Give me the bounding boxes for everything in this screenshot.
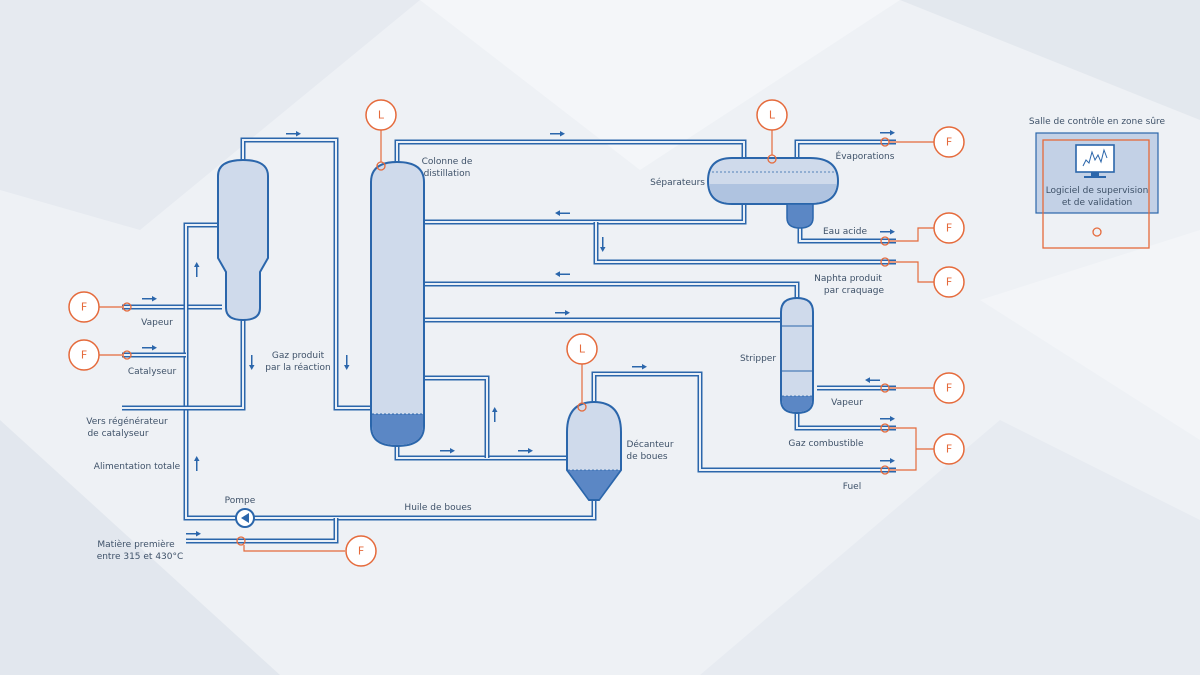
control-room: Salle de contrôle en zone sûre Logiciel … bbox=[1029, 116, 1166, 249]
svg-text:F: F bbox=[81, 301, 87, 314]
pipes bbox=[122, 137, 896, 544]
flow-arrow-right-icon bbox=[550, 131, 565, 137]
label-huile-boues: Huile de boues bbox=[404, 503, 471, 513]
svg-text:L: L bbox=[579, 343, 586, 356]
label-colonne-1: Colonne de bbox=[422, 157, 473, 167]
flow-instrument-catalyseur: F bbox=[68, 339, 132, 371]
label-matiere-1: Matière première bbox=[97, 539, 175, 550]
decanter-vessel bbox=[566, 400, 622, 501]
label-eau-acide: Eau acide bbox=[823, 227, 867, 237]
flow-arrow-right-icon bbox=[555, 310, 570, 316]
flow-instrument-vapeur: F bbox=[68, 291, 132, 323]
svg-text:L: L bbox=[769, 109, 776, 122]
flow-instrument-gaz-fuel: F bbox=[880, 423, 965, 475]
label-alimentation: Alimentation totale bbox=[94, 462, 181, 472]
flow-arrow-right-icon bbox=[286, 131, 301, 137]
monitor-icon bbox=[1075, 144, 1115, 178]
label-matiere-2: entre 315 et 430°C bbox=[97, 552, 184, 562]
flow-instrument-naphta: F bbox=[880, 257, 965, 298]
flow-arrow-right-icon bbox=[518, 448, 533, 454]
flow-instrument-eau-acide: F bbox=[880, 212, 965, 246]
flow-arrow-down-icon bbox=[249, 355, 255, 370]
flow-arrow-left-icon bbox=[555, 210, 570, 216]
flow-arrow-left-icon bbox=[865, 377, 880, 383]
label-vapeur-right: Vapeur bbox=[831, 398, 863, 408]
supervision-signal-frame bbox=[1042, 139, 1150, 249]
label-pompe: Pompe bbox=[225, 496, 256, 506]
label-vers-reg-1: Vers régénérateur bbox=[86, 416, 168, 427]
labels: Vapeur Catalyseur Vers régénérateur de c… bbox=[86, 150, 894, 562]
label-colonne-2: distillation bbox=[424, 169, 471, 179]
flow-arrow-right-icon bbox=[880, 229, 895, 235]
label-gaz-produit-2: par la réaction bbox=[265, 362, 330, 373]
control-room-title: Salle de contrôle en zone sûre bbox=[1029, 116, 1166, 127]
control-room-input-tap bbox=[1092, 227, 1102, 237]
label-gaz-produit-1: Gaz produit bbox=[272, 351, 325, 361]
label-fuel: Fuel bbox=[843, 482, 861, 492]
level-instrument-separator: L bbox=[756, 99, 788, 164]
instruments: L L L F F bbox=[68, 99, 965, 567]
flow-instrument-vapeur-stripper: F bbox=[880, 372, 965, 404]
label-decanteur-1: Décanteur bbox=[626, 439, 673, 450]
flow-arrow-right-icon bbox=[880, 458, 895, 464]
distillation-column bbox=[370, 160, 425, 448]
svg-text:F: F bbox=[358, 545, 364, 558]
label-vapeur-left: Vapeur bbox=[141, 318, 173, 328]
svg-text:F: F bbox=[946, 222, 952, 235]
pump-icon bbox=[235, 508, 255, 528]
flow-arrow-up-icon bbox=[194, 456, 200, 471]
label-evaporations: Évaporations bbox=[836, 150, 895, 162]
separator-vessel bbox=[706, 157, 840, 229]
label-stripper: Stripper bbox=[740, 354, 776, 364]
level-instrument-decanter: L bbox=[566, 333, 598, 412]
flow-instrument-matiere: F bbox=[236, 535, 377, 567]
stripper-vessel bbox=[780, 296, 814, 415]
software-label-line1: Logiciel de supervision bbox=[1046, 186, 1149, 196]
svg-text:F: F bbox=[946, 382, 952, 395]
svg-text:F: F bbox=[946, 136, 952, 149]
reactor-vessel bbox=[217, 158, 269, 322]
label-gaz-combustible: Gaz combustible bbox=[788, 439, 864, 449]
flow-arrow-left-icon bbox=[555, 271, 570, 277]
svg-text:F: F bbox=[946, 443, 952, 456]
flow-arrows bbox=[142, 130, 895, 537]
flow-arrow-right-icon bbox=[880, 130, 895, 136]
svg-text:F: F bbox=[81, 349, 87, 362]
flow-arrow-right-icon bbox=[880, 416, 895, 422]
flow-arrow-down-icon bbox=[344, 355, 350, 370]
label-catalyseur: Catalyseur bbox=[128, 367, 177, 377]
label-naphta-1: Naphta produit bbox=[814, 274, 882, 284]
label-naphta-2: par craquage bbox=[824, 286, 885, 296]
flow-arrow-right-icon bbox=[632, 364, 647, 370]
label-separateurs: Séparateurs bbox=[650, 177, 705, 188]
flow-arrow-right-icon bbox=[142, 345, 157, 351]
label-decanteur-2: de boues bbox=[626, 452, 668, 462]
flow-arrow-down-icon bbox=[600, 237, 606, 252]
flow-arrow-right-icon bbox=[186, 531, 201, 537]
flow-arrow-up-icon bbox=[194, 262, 200, 277]
flow-arrow-right-icon bbox=[142, 296, 157, 302]
svg-text:L: L bbox=[378, 109, 385, 122]
flow-arrow-up-icon bbox=[492, 407, 498, 422]
flow-arrow-right-icon bbox=[440, 448, 455, 454]
label-vers-reg-2: de catalyseur bbox=[87, 429, 148, 439]
svg-text:F: F bbox=[946, 276, 952, 289]
flow-instrument-evaporations: F bbox=[880, 126, 965, 158]
software-label-line2: et de validation bbox=[1062, 198, 1132, 208]
level-instrument-column: L bbox=[365, 99, 397, 171]
